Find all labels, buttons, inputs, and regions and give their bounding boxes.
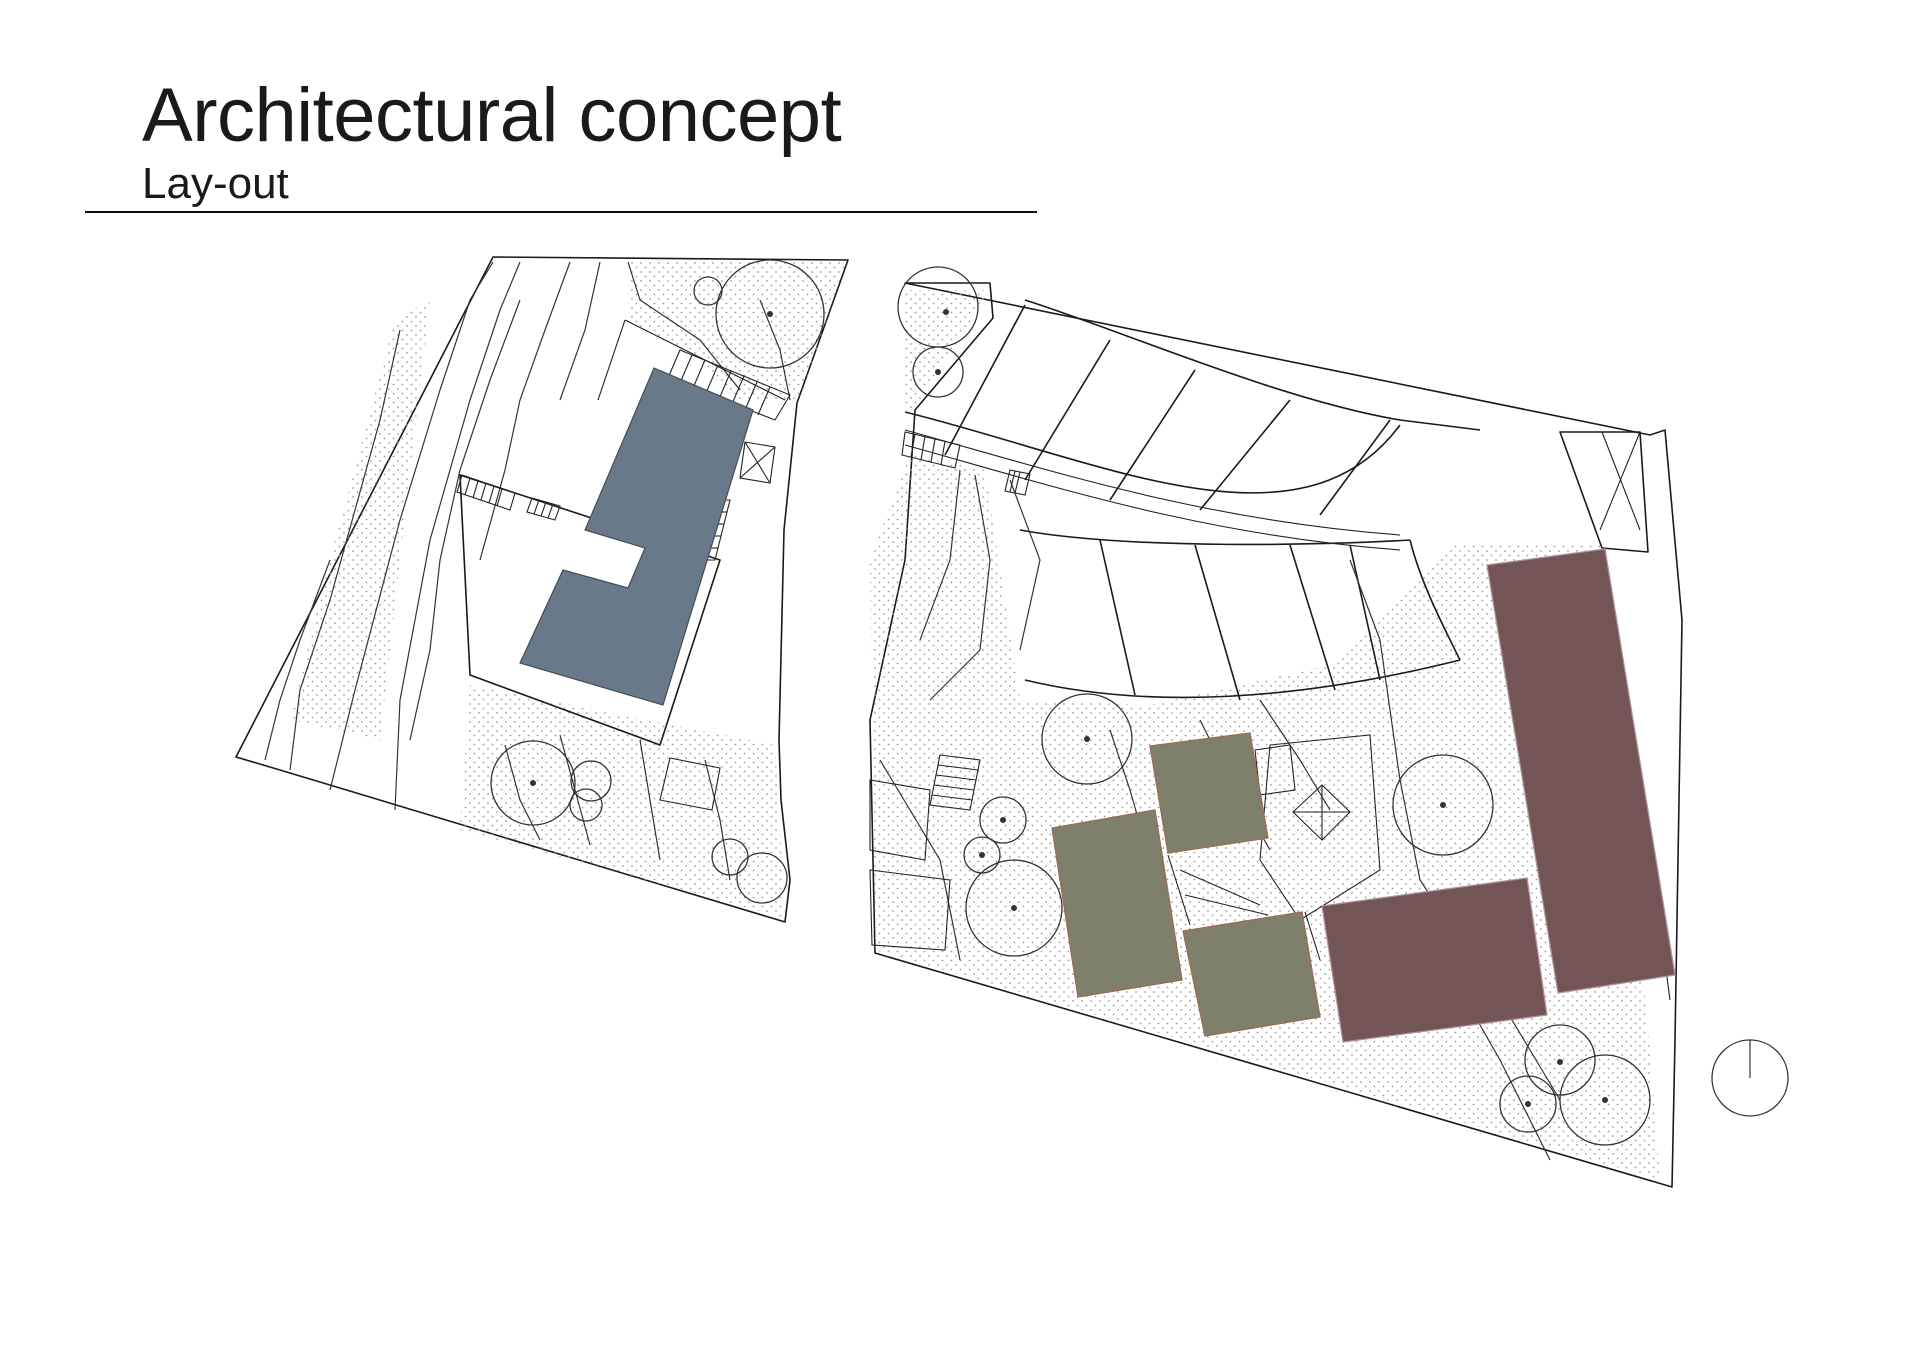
main-building-long [1486,548,1676,994]
left-small-pad [659,757,721,811]
contour-line [289,329,401,771]
contour-line [1259,699,1331,811]
guest-unit-north [1149,732,1269,854]
walkway [1184,894,1269,916]
east-frame-x [1599,431,1641,531]
contour-line [409,299,521,741]
terrace-edge [597,319,626,401]
left-plot [235,256,849,923]
south-row-top [1019,529,1411,546]
central-plaza [1259,734,1381,921]
right-plot-boundary [869,282,1683,1188]
north-arrow-icon [1711,1039,1789,1117]
contour-line [479,261,571,561]
right-stair-small [1004,469,1031,496]
contour-line [759,299,791,401]
left-stair-north [667,349,791,421]
right-small-pad [869,779,931,861]
north-parcel-dividers [944,304,1391,516]
page-subtitle: Lay-out [142,159,289,208]
right-plot [869,266,1683,1188]
walkway [1167,854,1191,926]
walkway [1179,869,1261,906]
left-stair-west [456,474,516,511]
main-building-short [1321,877,1548,1043]
north-path [904,429,1401,536]
left-trees [490,259,825,904]
walkway [1304,911,1321,961]
guest-unit-west [1051,809,1183,998]
x-in-square-icon [1292,784,1351,841]
left-landscape-south [460,685,785,918]
contour-line [879,759,961,961]
contour-line [919,469,961,641]
north-edge-ext [1399,419,1481,431]
south-parcel-dividers [1099,539,1381,701]
contour-line [639,739,661,861]
right-small-pad [869,869,951,951]
title-underline [85,211,1037,213]
existing-building [519,367,754,706]
right-landscape-nw [905,290,990,420]
east-frame-top [1559,431,1649,553]
right-stair-nw [901,431,961,469]
right-trees [897,266,1651,1146]
left-landscape-west [290,300,430,740]
contour-line [329,261,494,791]
left-stair-middle [526,497,561,521]
page-title: Architectural concept [142,73,842,158]
contour-line [504,744,541,841]
contour-line [264,559,331,761]
contour-line [929,474,991,701]
north-edge-curve [1024,299,1401,421]
contour-line [559,261,601,401]
contour-line [627,261,741,391]
north-row-curve [904,411,1401,494]
right-stair-mid [929,754,981,811]
left-landscape-north [628,262,846,400]
contour-line [704,759,731,881]
east-frame-x [1601,431,1641,531]
south-row-end [1409,539,1461,661]
south-row-bottom [1024,659,1461,699]
contour-line [1009,479,1041,651]
north-path [904,444,1401,551]
guest-unit-south [1182,911,1321,1037]
x-in-square-icon [739,441,776,484]
contour-line [394,261,521,811]
